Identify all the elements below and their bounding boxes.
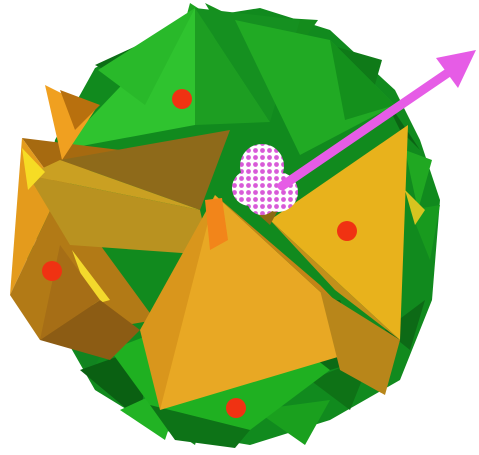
red-marker-left	[42, 261, 62, 281]
red-marker-bottom	[226, 398, 246, 418]
red-marker-right	[337, 221, 357, 241]
arrow-head	[436, 50, 476, 88]
red-marker-top	[172, 89, 192, 109]
particle-lobe-bottom	[247, 185, 277, 215]
